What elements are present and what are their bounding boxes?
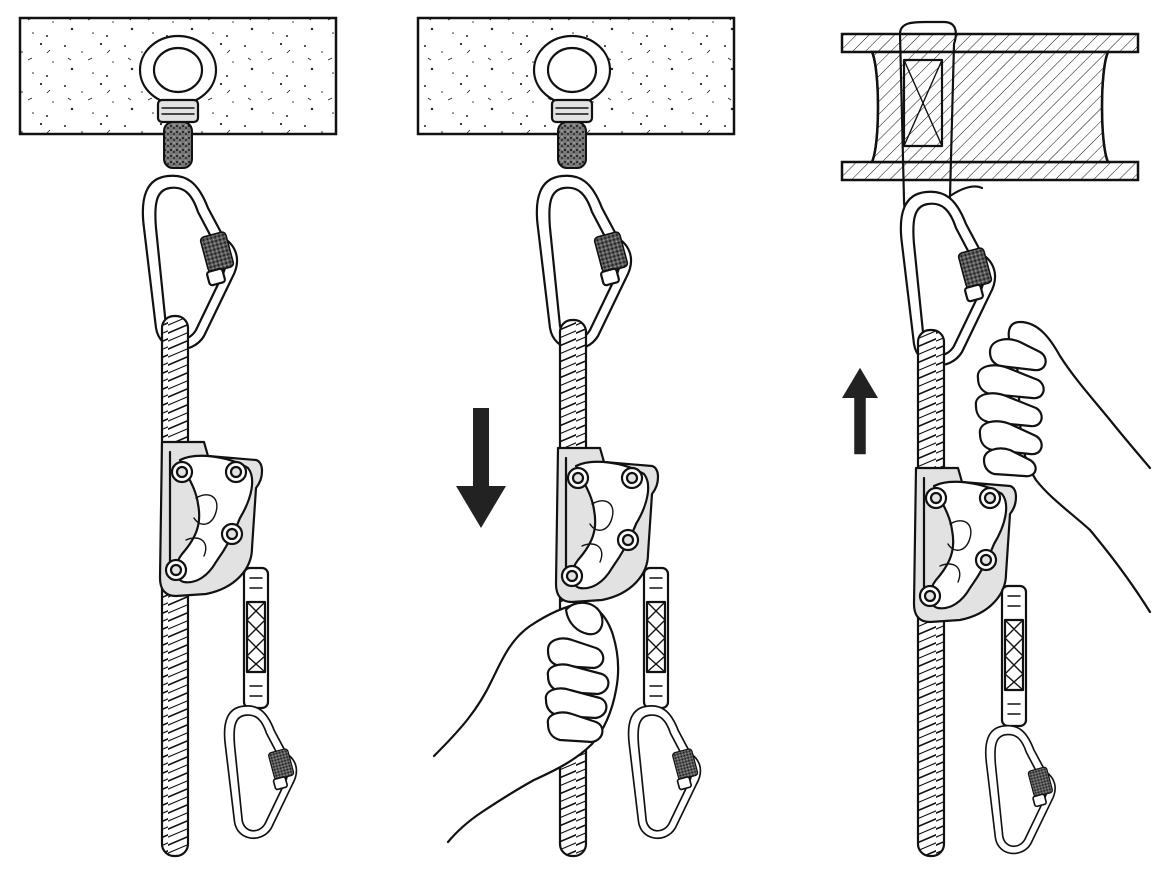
hand-icon — [432, 601, 620, 844]
panel-2 — [416, 16, 736, 858]
arrow-down-icon — [456, 408, 506, 528]
carabiner-icon — [627, 704, 702, 840]
carabiner-icon — [535, 174, 633, 351]
steel-i-beam — [840, 32, 1140, 182]
carabiner-icon — [984, 724, 1057, 855]
arrow-up-icon — [842, 367, 878, 455]
rope-grab-icon — [912, 466, 1018, 624]
panel-3 — [840, 20, 1152, 858]
rope-grab-icon — [554, 446, 660, 604]
carabiner-icon — [223, 704, 298, 840]
hand-icon — [974, 320, 1152, 614]
carabiner-icon — [899, 190, 997, 367]
lanyard-icon — [642, 566, 670, 710]
lanyard-icon — [242, 566, 270, 710]
lanyard-icon — [1000, 584, 1028, 728]
panel-1 — [18, 16, 338, 858]
carabiner-icon — [141, 174, 239, 351]
